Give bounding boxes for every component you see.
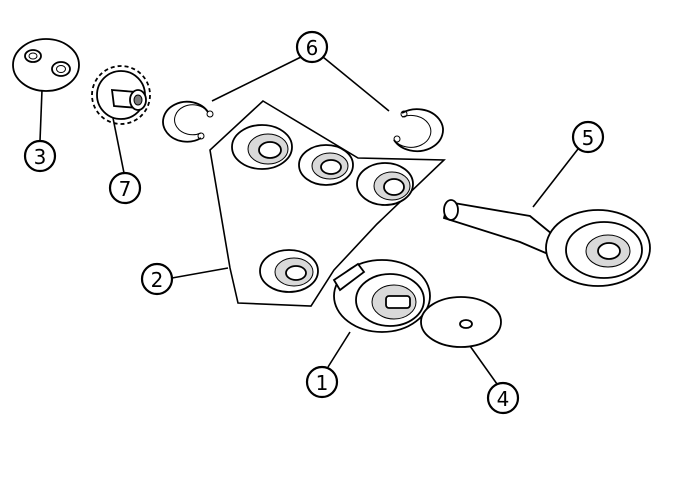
part-2-bearing-upper-left [231, 124, 293, 170]
callout-5-label: 5 [582, 126, 595, 150]
part-2-needle-bearing [356, 162, 414, 206]
callout-3: 3 [23, 139, 57, 173]
callout-5: 5 [571, 120, 605, 154]
part-4-washer [420, 296, 502, 348]
callout-1: 1 [305, 365, 339, 399]
callout-1-label: 1 [316, 371, 329, 395]
callout-3-label: 3 [34, 145, 47, 169]
callout-2-label: 2 [151, 268, 164, 292]
leader-lines [39, 56, 579, 385]
callout-2: 2 [140, 262, 174, 296]
callout-4-label: 4 [497, 387, 510, 411]
part-6-circlips [162, 100, 444, 153]
part-3-small-bearings [12, 38, 80, 92]
part-2-bearing-center [298, 144, 354, 186]
callout-4: 4 [486, 381, 520, 415]
callout-6: 6 [295, 30, 329, 64]
callout-7-label: 7 [119, 177, 132, 201]
part-2-group-outline [209, 100, 446, 307]
callout-6-label: 6 [306, 36, 319, 60]
part-5-shaft-gear [442, 199, 651, 287]
part-1-gear-hub [332, 259, 431, 333]
callout-7: 7 [108, 171, 142, 205]
part-7-gear [91, 65, 151, 125]
part-2-bearing-lower [259, 249, 319, 293]
